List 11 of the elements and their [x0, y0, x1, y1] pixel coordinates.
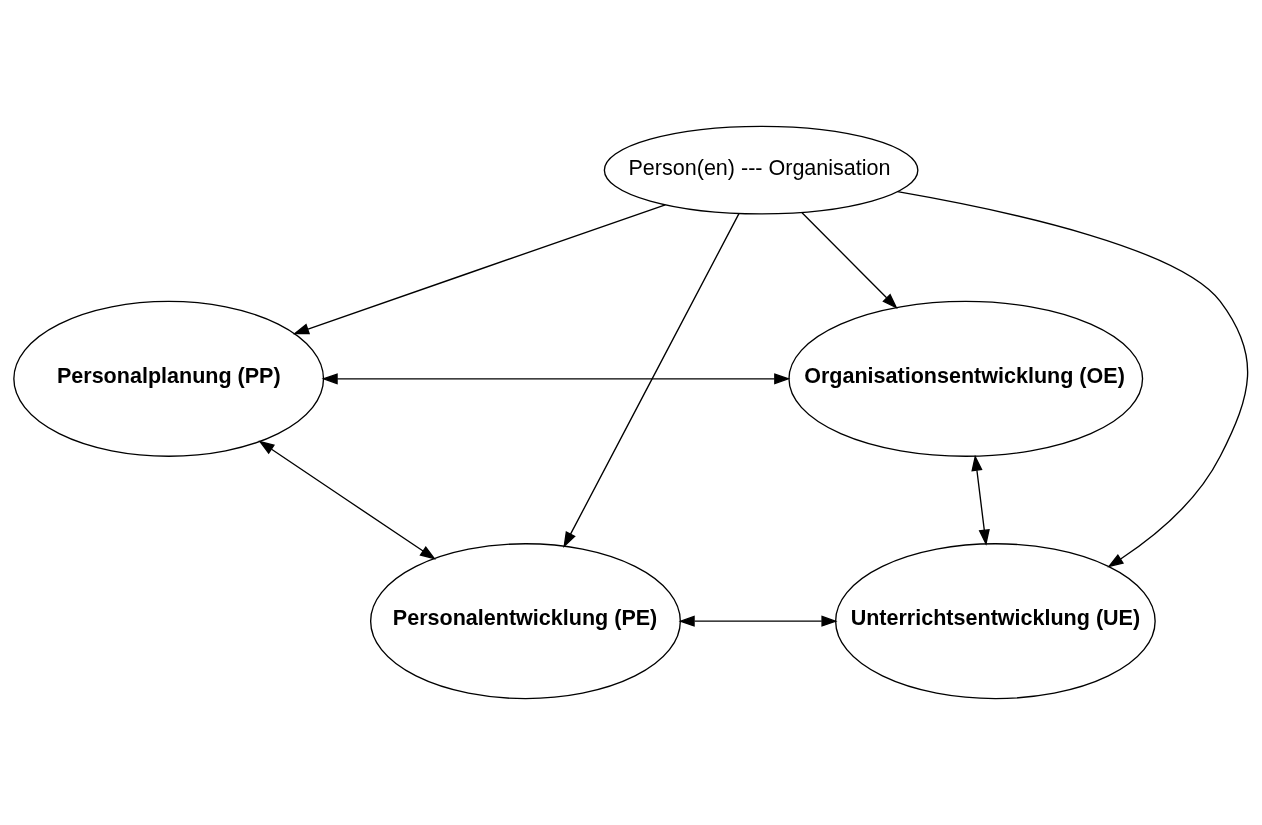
node-ellipse: Organisationsentwicklung (OE)	[788, 300, 1144, 457]
arrow	[321, 373, 791, 385]
arrow	[678, 615, 838, 627]
node-ellipse: Unterrichtsentwicklung (UE)	[834, 543, 1156, 700]
arrow	[563, 213, 740, 548]
node-ellipse: Person(en) --- Organisation	[603, 125, 919, 215]
arrow	[896, 191, 1249, 568]
arrow	[801, 212, 898, 309]
arrow	[292, 204, 666, 335]
arrow	[971, 454, 990, 546]
arrow	[258, 440, 436, 560]
